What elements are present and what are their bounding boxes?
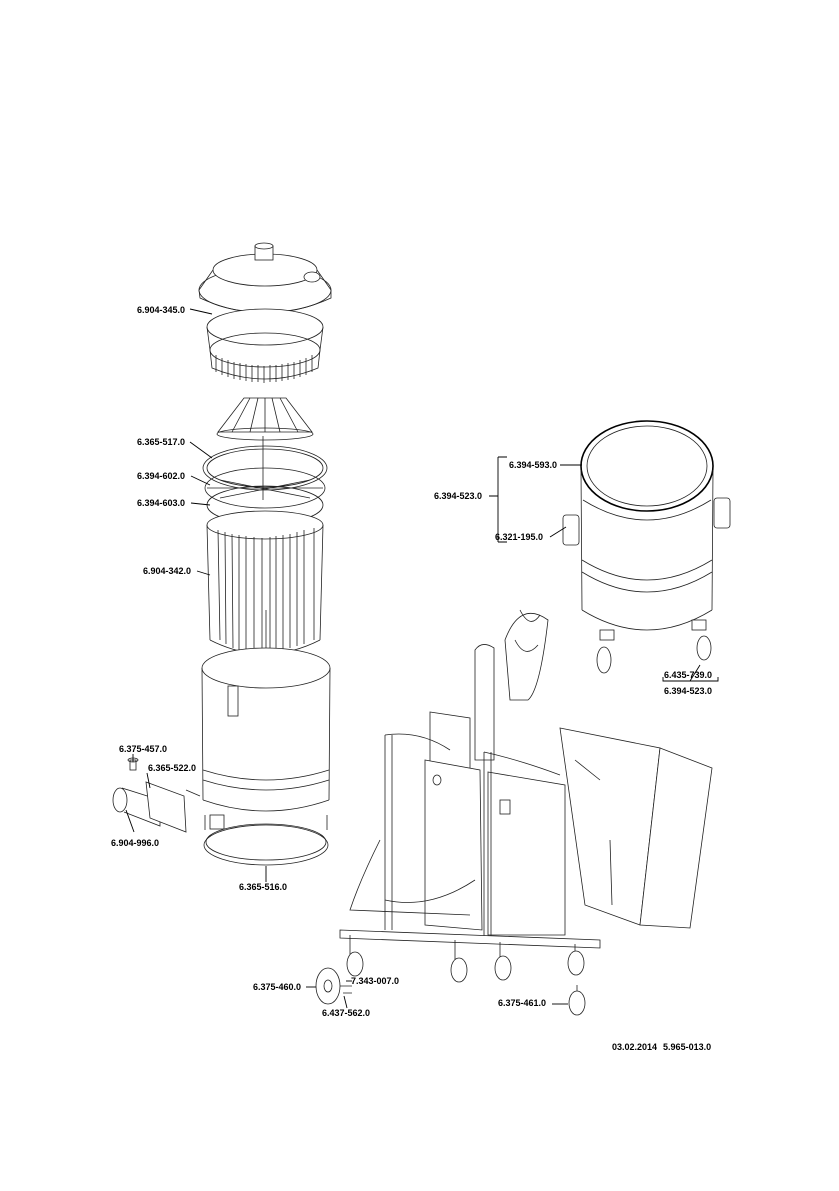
part-label-6-904-345: 6.904-345.0: [137, 305, 186, 315]
part-label-6-394-603: 6.394-603.0: [137, 498, 186, 508]
leader-lines: [125, 308, 719, 1009]
part-label-6-394-593: 6.394-593.0: [509, 460, 558, 470]
part-label-6-904-342: 6.904-342.0: [143, 566, 192, 576]
part-label-6-321-195: 6.321-195.0: [495, 532, 544, 542]
part-label-6-365-516: 6.365-516.0: [239, 882, 288, 892]
part-label-7-343-007: 7.343-007.0: [351, 976, 400, 986]
part-label-6-904-996: 6.904-996.0: [111, 838, 160, 848]
container-cylinder-drawing: [201, 647, 331, 866]
part-label-6-394-602: 6.394-602.0: [137, 471, 186, 481]
lid-assembly-drawing: [198, 242, 332, 383]
part-label-6-365-517: 6.365-517.0: [137, 437, 186, 447]
filter-cage-drawing: [216, 397, 314, 441]
pleated-filter-drawing: [206, 510, 324, 685]
part-label-6-375-457: 6.375-457.0: [119, 744, 168, 754]
footer-date: 03.02.2014: [612, 1042, 658, 1052]
inlet-parts-drawing: [112, 757, 201, 833]
spare-container-drawing: [562, 420, 731, 674]
part-label-6-394-523-left: 6.394-523.0: [434, 491, 483, 501]
seal-rings-drawing: [202, 436, 328, 525]
part-label-6-375-460: 6.375-460.0: [253, 982, 302, 992]
chassis-trolley-drawing: [315, 609, 713, 1016]
part-label-6-375-461: 6.375-461.0: [498, 998, 547, 1008]
part-label-6-437-562: 6.437-562.0: [322, 1008, 371, 1018]
part-label-6-394-523-right: 6.394-523.0: [664, 686, 713, 696]
footer-doc-number: 5.965-013.0: [663, 1042, 712, 1052]
document-footer: 03.02.2014 5.965-013.0: [612, 1042, 717, 1052]
part-label-6-435-739: 6.435-739.0: [664, 670, 713, 680]
part-label-6-365-522: 6.365-522.0: [148, 763, 197, 773]
